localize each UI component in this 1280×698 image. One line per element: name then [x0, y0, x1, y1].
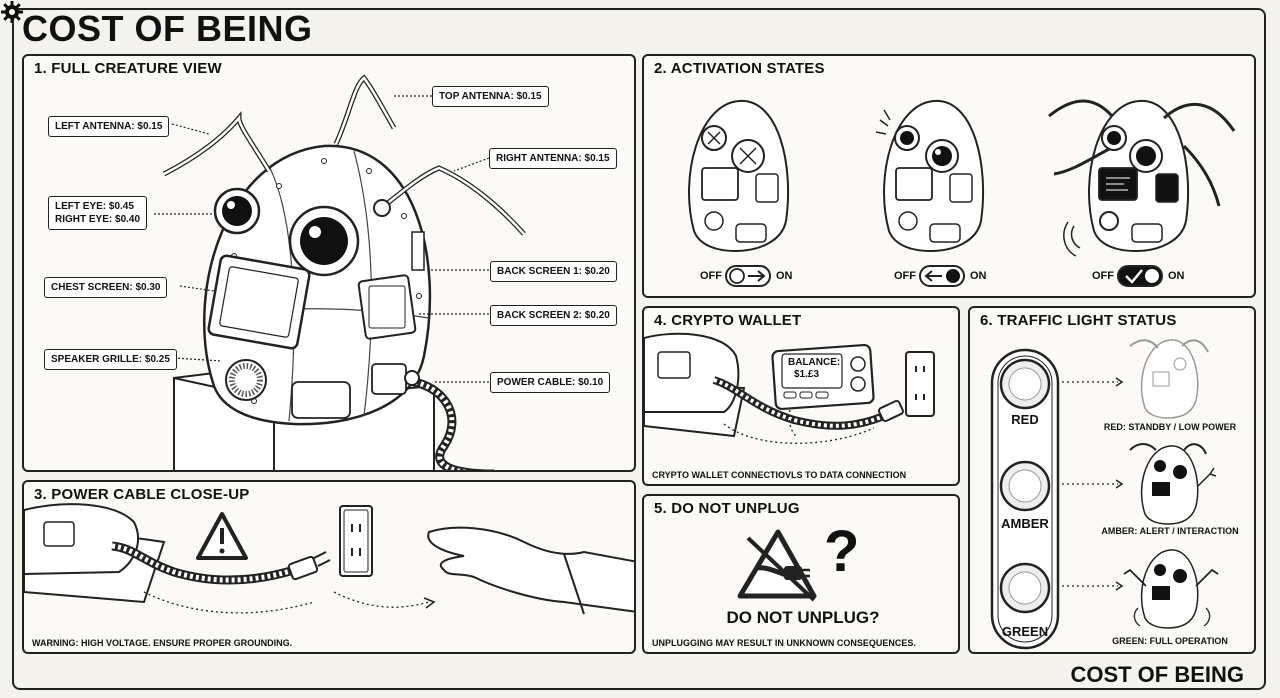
wallet-caption: CRYPTO WALLET CONNECTIOVLS TO DATA CONNE… — [652, 470, 907, 480]
light-label-green: GREEN — [1001, 624, 1049, 639]
creature-illustration — [154, 74, 526, 470]
mini-creature-full — [1123, 549, 1219, 629]
unplug-headline: DO NOT UNPLUG? — [726, 608, 880, 627]
panel-title-unplug: 5. DO NOT UNPLUG — [654, 500, 800, 517]
toggle-off-label-a: OFF — [700, 270, 722, 282]
panel-title-wallet: 4. CRYPTO WALLET — [654, 312, 802, 329]
callout-back-screen-2: BACK SCREEN 2: $0.20 — [490, 305, 617, 326]
page-title: COST OF BEING — [22, 8, 313, 49]
callout-power-cable: POWER CABLE: $0.10 — [490, 372, 611, 393]
panel-do-not-unplug: 5. DO NOT UNPLUG ? DO NOT UNPLUG? UNPLUG… — [642, 494, 960, 654]
panel-title-traffic: 6. TRAFFIC LIGHT STATUS — [980, 312, 1177, 329]
light-green-lamp — [999, 562, 1051, 614]
creature-state-off — [688, 99, 790, 253]
wallet-screen-line2: $1.£3 — [794, 369, 820, 380]
callout-speaker-grille: SPEAKER GRILLE: $0.25 — [44, 349, 177, 370]
wallet-screen-line1: BALANCE: — [788, 357, 841, 368]
callout-right-antenna: RIGHT ANTENNA: $0.15 — [489, 148, 617, 169]
unplug-caption: UNPLUGGING MAY RESULT IN UNKNOWN CONSEQU… — [652, 638, 916, 648]
status-caption-green: GREEN: FULL OPERATION — [1112, 636, 1228, 646]
callout-left-eye: LEFT EYE: $0.45 — [55, 201, 134, 212]
unplug-illustration — [737, 529, 817, 602]
creature-state-waking — [875, 99, 985, 253]
toggle-off-label-c: OFF — [1092, 270, 1114, 282]
creature-state-on — [1048, 99, 1236, 257]
panel-activation-states: 2. ACTIVATION STATES — [642, 54, 1256, 298]
unplug-question-mark: ? — [824, 519, 860, 584]
panel-title-creature: 1. FULL CREATURE VIEW — [34, 60, 222, 77]
mini-creature-standby — [1129, 339, 1209, 419]
toggle-off-label-b: OFF — [894, 270, 916, 282]
callout-eyes: LEFT EYE: $0.45 RIGHT EYE: $0.40 — [48, 196, 148, 230]
cable-illustration — [24, 503, 634, 615]
callout-top-antenna: TOP ANTENNA: $0.15 — [432, 86, 549, 107]
panel-title-activation: 2. ACTIVATION STATES — [654, 60, 825, 77]
status-caption-red: RED: STANDBY / LOW POWER — [1103, 422, 1237, 432]
toggle-switching — [919, 265, 965, 287]
traffic-illustration — [990, 339, 1219, 650]
gear-icon — [1, 1, 23, 23]
callout-left-antenna: LEFT ANTENNA: $0.15 — [48, 116, 170, 137]
status-caption-amber: AMBER: ALERT / INTERACTION — [1101, 526, 1239, 536]
footer-brand: COST OF BEING — [1070, 662, 1244, 687]
light-red-lamp — [999, 358, 1051, 410]
light-label-red: RED — [1011, 412, 1039, 427]
toggle-on-label-c: ON — [1168, 270, 1185, 282]
callout-back-screen-1: BACK SCREEN 1: $0.20 — [490, 261, 617, 282]
cable-warning-caption: WARNING: HIGH VOLTAGE. ENSURE PROPER GRO… — [32, 638, 293, 648]
mini-creature-alert — [1129, 443, 1217, 525]
panel-full-creature: 1. FULL CREATURE VIEW — [22, 54, 636, 472]
toggle-off — [725, 265, 771, 287]
activation-illustration — [688, 99, 1236, 287]
panel-power-cable: 3. POWER CABLE CLOSE-UP WARNING: HIGH VO… — [22, 480, 636, 654]
light-amber-lamp — [999, 460, 1051, 512]
panel-traffic-light: 6. TRAFFIC LIGHT STATUS — [968, 306, 1256, 654]
toggle-on — [1117, 265, 1163, 287]
callout-right-eye: RIGHT EYE: $0.40 — [55, 214, 141, 225]
panel-title-cable: 3. POWER CABLE CLOSE-UP — [34, 486, 250, 503]
toggle-on-label-b: ON — [970, 270, 987, 282]
toggle-on-label-a: ON — [776, 270, 793, 282]
wallet-illustration — [644, 332, 935, 444]
callout-chest-screen: CHEST SCREEN: $0.30 — [44, 277, 168, 298]
outer-frame — [12, 8, 1266, 690]
panel-crypto-wallet: 4. CRYPTO WALLET BALANCE: $1.£3 CRYPTO W… — [642, 306, 960, 486]
light-label-amber: AMBER — [1001, 516, 1049, 531]
